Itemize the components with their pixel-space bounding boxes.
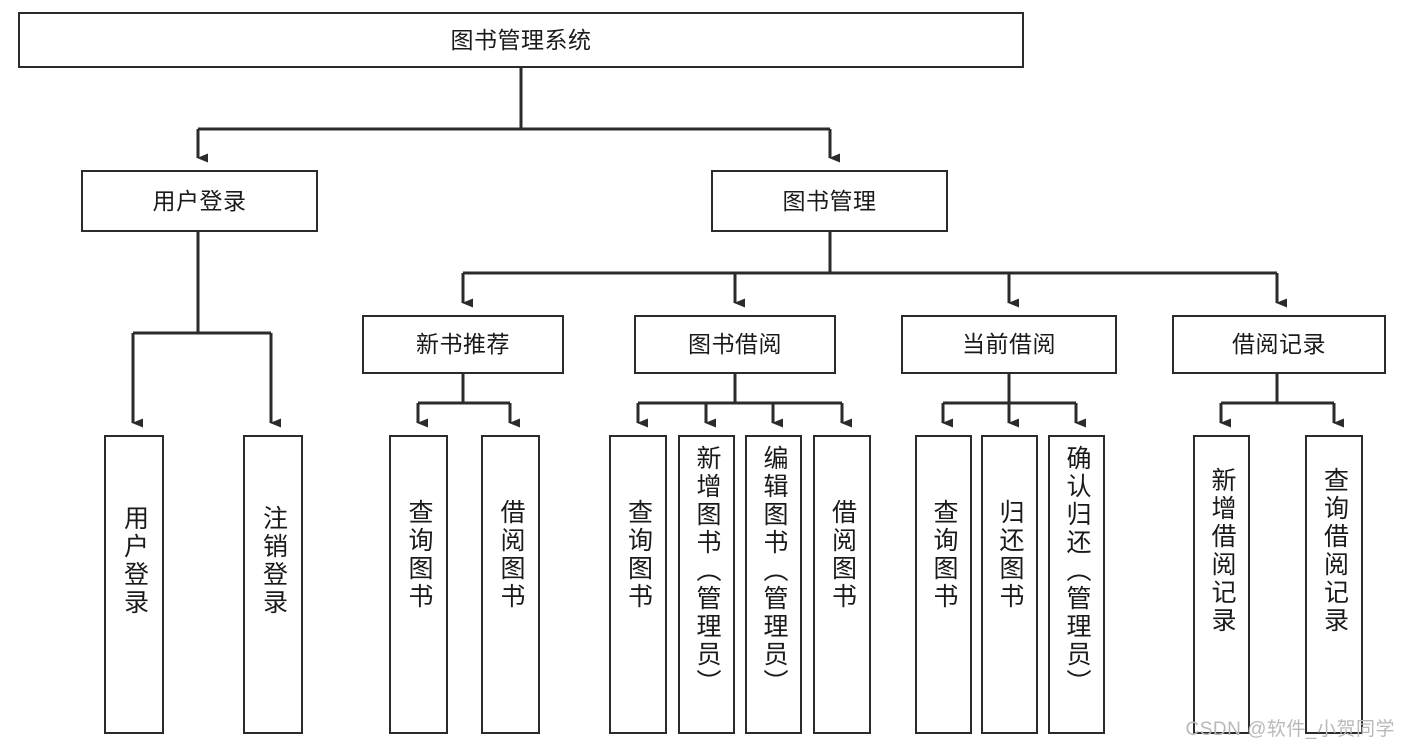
- node-leaf-query-book-3[interactable]: 查询图书: [915, 435, 972, 734]
- node-leaf-query-book-2[interactable]: 查询图书: [609, 435, 667, 734]
- node-leaf-user-logout-label: 注销登录: [259, 505, 288, 617]
- node-book-manage[interactable]: 图书管理: [711, 170, 948, 232]
- node-leaf-add-record-label: 新增借阅记录: [1208, 467, 1236, 635]
- node-leaf-user-login[interactable]: 用户登录: [104, 435, 164, 734]
- node-leaf-query-book-1-label: 查询图书: [405, 499, 433, 611]
- csdn-watermark: CSDN @软件_小贺同学: [1185, 719, 1395, 740]
- node-leaf-edit-book[interactable]: 编辑图书（管理员）: [745, 435, 802, 734]
- node-borrow-record[interactable]: 借阅记录: [1172, 315, 1386, 374]
- node-book-borrow-label: 图书借阅: [688, 331, 782, 358]
- node-book-borrow[interactable]: 图书借阅: [634, 315, 836, 374]
- node-leaf-add-book[interactable]: 新增图书（管理员）: [678, 435, 735, 734]
- node-user-login[interactable]: 用户登录: [81, 170, 318, 232]
- node-leaf-query-book-1[interactable]: 查询图书: [389, 435, 448, 734]
- node-leaf-confirm-return-label: 确认归还（管理员）: [1063, 445, 1091, 697]
- node-current-borrow-label: 当前借阅: [962, 331, 1056, 358]
- node-leaf-query-record[interactable]: 查询借阅记录: [1305, 435, 1363, 734]
- node-root[interactable]: 图书管理系统: [18, 12, 1024, 68]
- node-root-label: 图书管理系统: [450, 26, 592, 53]
- node-leaf-user-login-label: 用户登录: [120, 505, 149, 617]
- node-borrow-record-label: 借阅记录: [1232, 331, 1326, 358]
- node-leaf-query-book-3-label: 查询图书: [930, 499, 958, 611]
- node-leaf-user-logout[interactable]: 注销登录: [243, 435, 303, 734]
- node-current-borrow[interactable]: 当前借阅: [901, 315, 1117, 374]
- node-new-book-rec-label: 新书推荐: [416, 331, 510, 358]
- node-leaf-add-record[interactable]: 新增借阅记录: [1193, 435, 1250, 734]
- node-leaf-edit-book-label: 编辑图书（管理员）: [760, 445, 788, 697]
- node-leaf-add-book-label: 新增图书（管理员）: [693, 445, 721, 697]
- node-leaf-return-book[interactable]: 归还图书: [981, 435, 1038, 734]
- node-leaf-return-book-label: 归还图书: [996, 499, 1024, 611]
- node-new-book-rec[interactable]: 新书推荐: [362, 315, 564, 374]
- node-leaf-query-book-2-label: 查询图书: [624, 499, 653, 611]
- node-leaf-borrow-book-2[interactable]: 借阅图书: [813, 435, 871, 734]
- node-leaf-borrow-book-1[interactable]: 借阅图书: [481, 435, 540, 734]
- node-leaf-query-record-label: 查询借阅记录: [1320, 467, 1349, 635]
- node-leaf-borrow-book-1-label: 借阅图书: [497, 499, 525, 611]
- node-leaf-confirm-return[interactable]: 确认归还（管理员）: [1048, 435, 1105, 734]
- node-user-login-label: 用户登录: [152, 187, 247, 214]
- node-book-manage-label: 图书管理: [782, 187, 877, 214]
- node-leaf-borrow-book-2-label: 借阅图书: [828, 499, 857, 611]
